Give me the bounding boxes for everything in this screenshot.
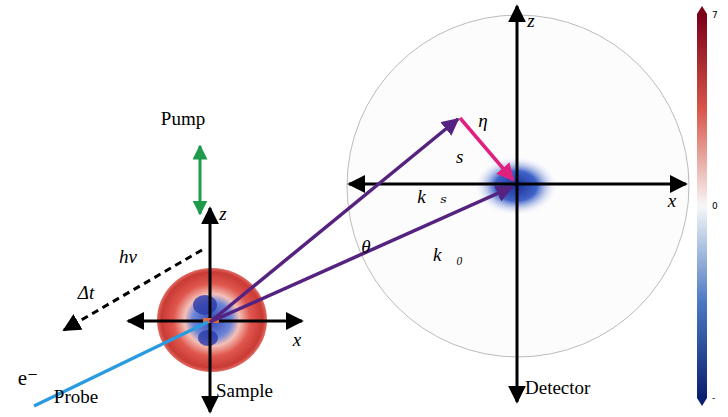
sample xyxy=(128,208,302,412)
detector-label: Detector xyxy=(525,378,590,397)
angle-label: θ xyxy=(361,237,370,256)
electron-label: e⁻ xyxy=(18,368,38,389)
probe-label: Probe xyxy=(54,387,98,406)
vector-label: s⃗ xyxy=(456,147,478,166)
sample-label: Sample xyxy=(216,381,273,400)
axis-label: z xyxy=(527,11,534,30)
probe-beam xyxy=(34,322,208,406)
angle-label: η xyxy=(478,111,487,130)
axis-label: z xyxy=(219,204,226,223)
photon-energy: hν xyxy=(119,247,137,266)
colorbar-tick: 0 xyxy=(712,202,718,211)
colorbar-tick: - xyxy=(712,394,715,403)
pump-arrow xyxy=(199,146,202,214)
k0-vector xyxy=(210,187,512,322)
vector-label: k⃗₀ xyxy=(433,245,463,264)
ks-vector xyxy=(210,119,458,322)
colorbar xyxy=(697,6,707,406)
pump-label: Pump xyxy=(161,109,205,128)
detector xyxy=(347,6,689,402)
axis-label: x xyxy=(668,191,676,210)
axis-label: x xyxy=(293,330,301,349)
time-delay: Δt xyxy=(78,283,94,302)
vector-label: k⃗ₛ xyxy=(417,187,447,206)
colorbar-tick: 7 xyxy=(712,11,718,20)
